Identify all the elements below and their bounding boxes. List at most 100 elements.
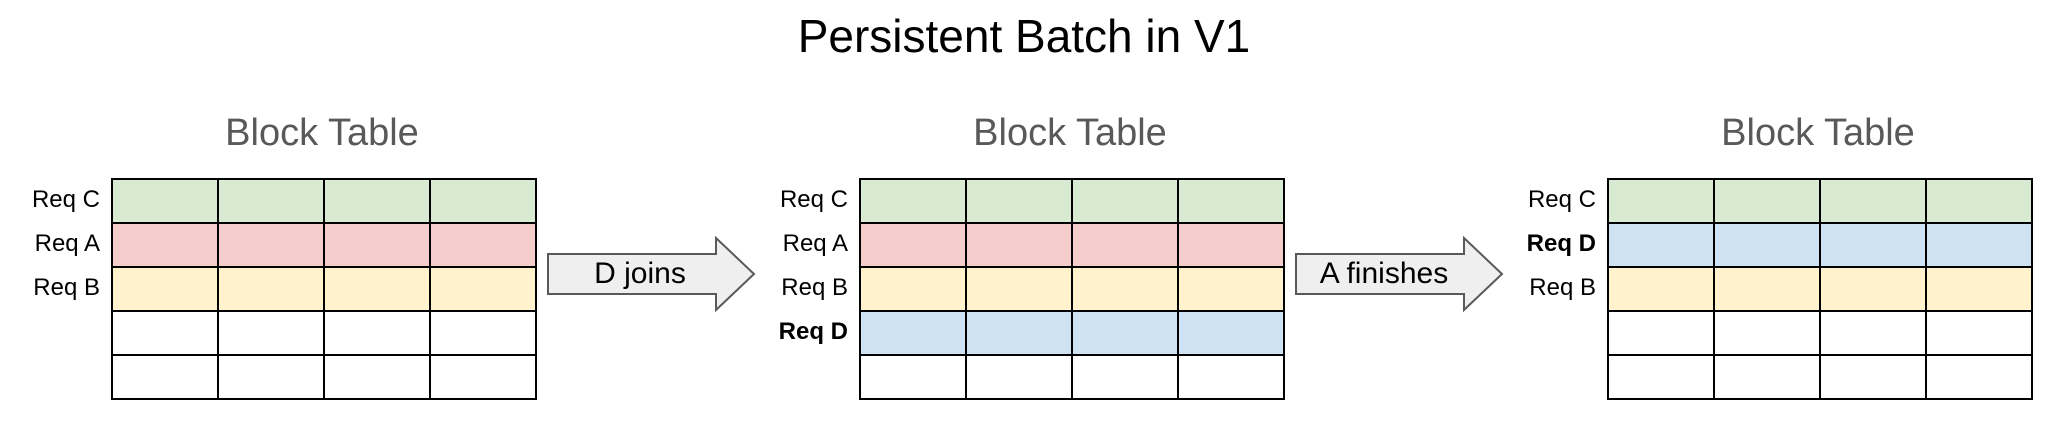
block-cell: [1819, 222, 1927, 268]
row-label: Req B: [1529, 274, 1596, 301]
row-label: Req A: [782, 230, 848, 257]
block-cell: [429, 266, 537, 312]
block-table-row: [1607, 266, 2033, 312]
block-cell: [859, 222, 967, 268]
block-cell: [323, 310, 431, 356]
block-table-row: [859, 222, 1285, 268]
block-cell: [859, 266, 967, 312]
row-label: [758, 354, 848, 398]
block-cell: [1925, 222, 2033, 268]
block-table: [1607, 178, 2033, 400]
block-cell: [859, 310, 967, 356]
block-cell: [1925, 354, 2033, 400]
block-cell: [111, 310, 219, 356]
block-cell: [1925, 266, 2033, 312]
row-labels: Req C Req A Req B: [10, 178, 100, 398]
block-cell: [859, 354, 967, 400]
block-cell: [965, 222, 1073, 268]
block-table-row: [111, 310, 537, 356]
block-table-row: [111, 222, 537, 268]
block-cell: [429, 178, 537, 224]
block-table-row: [859, 178, 1285, 224]
block-cell: [1607, 222, 1715, 268]
block-cell: [1071, 222, 1179, 268]
row-label: Req C: [1527, 186, 1596, 213]
block-cell: [1925, 178, 2033, 224]
block-cell: [111, 266, 219, 312]
block-cell: [1177, 354, 1285, 400]
row-label: Req C: [31, 186, 100, 213]
block-cell: [965, 178, 1073, 224]
block-cell: [1071, 354, 1179, 400]
block-table-row: [1607, 222, 2033, 268]
block-table-title: Block Table: [973, 112, 1167, 154]
block-cell: [1819, 310, 1927, 356]
block-cell: [323, 266, 431, 312]
block-cell: [323, 178, 431, 224]
block-cell: [965, 354, 1073, 400]
block-cell: [1071, 178, 1179, 224]
block-cell: [1177, 266, 1285, 312]
block-table-row: [1607, 178, 2033, 224]
arrow-shape: [547, 235, 756, 313]
block-cell: [1071, 310, 1179, 356]
block-cell: [217, 266, 325, 312]
block-cell: [429, 222, 537, 268]
block-cell: [111, 222, 219, 268]
block-table-row: [111, 354, 537, 400]
panel-3: Block Table Req C Req D Req B: [1506, 110, 2048, 410]
block-cell: [1713, 178, 1821, 224]
arrow-label: A finishes: [1319, 257, 1449, 290]
block-cell: [111, 178, 219, 224]
block-cell: [1819, 178, 1927, 224]
row-label: Req B: [33, 274, 100, 301]
block-table: [111, 178, 537, 400]
row-label: Req B: [781, 274, 848, 301]
block-cell: [217, 178, 325, 224]
block-cell: [429, 310, 537, 356]
block-cell: [1071, 266, 1179, 312]
block-cell: [1607, 354, 1715, 400]
block-cell: [1713, 354, 1821, 400]
block-cell: [1607, 178, 1715, 224]
block-table-row: [1607, 310, 2033, 356]
block-table-title: Block Table: [1721, 112, 1915, 154]
block-cell: [1819, 266, 1927, 312]
block-cell: [965, 266, 1073, 312]
block-cell: [1713, 266, 1821, 312]
block-table-row: [859, 266, 1285, 312]
row-label: Req D: [778, 318, 848, 345]
panel-1: Block Table Req C Req A Req B: [10, 110, 650, 410]
block-cell: [429, 354, 537, 400]
block-table-row: [1607, 354, 2033, 400]
row-label: [10, 354, 100, 398]
block-cell: [1177, 310, 1285, 356]
block-cell: [111, 354, 219, 400]
block-table-row: [859, 354, 1285, 400]
row-label: [10, 310, 100, 354]
block-cell: [323, 354, 431, 400]
row-label: [1506, 310, 1596, 354]
row-label: [1506, 354, 1596, 398]
transition-arrow: A finishes: [1294, 235, 1504, 313]
row-label: Req D: [1526, 230, 1596, 257]
block-table-row: [111, 178, 537, 224]
block-table-row: [859, 310, 1285, 356]
block-cell: [217, 354, 325, 400]
block-cell: [323, 222, 431, 268]
block-table-row: [111, 266, 537, 312]
block-cell: [217, 222, 325, 268]
block-cell: [859, 178, 967, 224]
block-cell: [1819, 354, 1927, 400]
block-cell: [1607, 266, 1715, 312]
row-labels: Req C Req A Req B Req D: [758, 178, 848, 398]
block-cell: [965, 310, 1073, 356]
row-label: Req C: [779, 186, 848, 213]
block-cell: [1713, 222, 1821, 268]
block-cell: [1607, 310, 1715, 356]
block-cell: [1925, 310, 2033, 356]
transition-arrow: D joins: [546, 235, 756, 313]
arrow-shape: [1295, 235, 1504, 313]
block-table-title: Block Table: [225, 112, 419, 154]
row-labels: Req C Req D Req B: [1506, 178, 1596, 398]
